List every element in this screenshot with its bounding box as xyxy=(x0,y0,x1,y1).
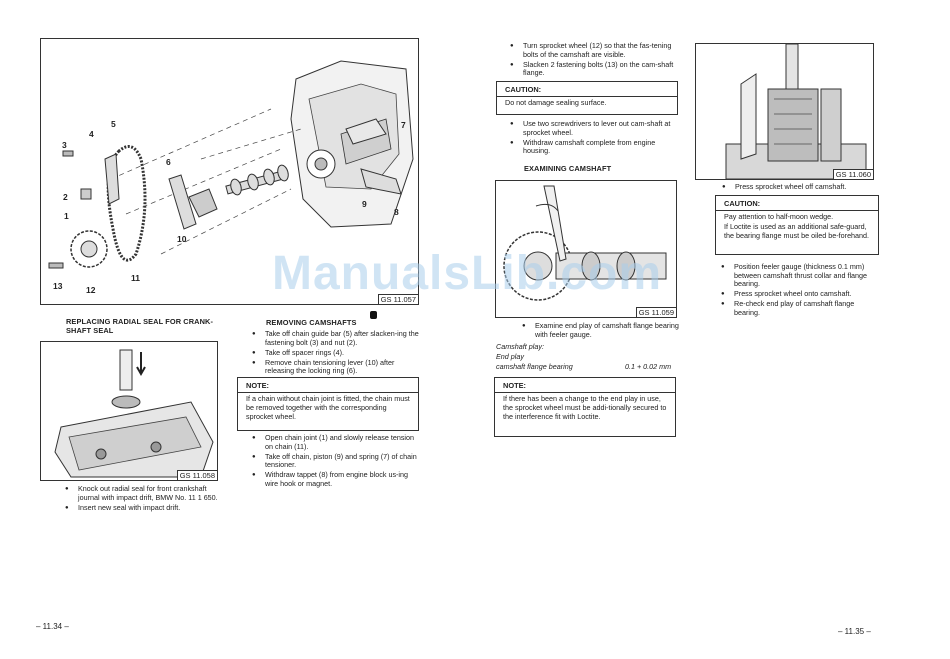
caution-text: If Loctite is used as an additional safe… xyxy=(724,221,870,240)
note-box: NOTE: If a chain without chain joint is … xyxy=(237,377,419,431)
list-item: Examine end play of camshaft flange bear… xyxy=(521,321,681,339)
figure-feeler-gauge: GS 11.059 xyxy=(495,180,677,318)
caution-text: Pay attention to half-moon wedge. xyxy=(724,212,834,221)
figure-caption: GS 11.058 xyxy=(176,470,217,480)
list-item: Withdraw tappet (8) from engine block us… xyxy=(251,471,419,488)
engine-exploded-illustration xyxy=(48,60,414,269)
note-title: NOTE: xyxy=(246,381,269,390)
top-steps: Turn sprocket wheel (12) so that the fas… xyxy=(509,41,681,79)
callout-13: 13 xyxy=(53,281,63,291)
feeler-gauge-illustration xyxy=(503,185,667,301)
spec-label-play: Camshaft play: xyxy=(496,342,544,351)
section-heading-seal: REPLACING RADIAL SEAL FOR CRANK-SHAFT SE… xyxy=(66,317,214,335)
note-title: NOTE: xyxy=(503,381,526,390)
lever-steps: Use two screwdrivers to lever out cam-sh… xyxy=(509,119,681,157)
figure-engine-exploded: 1 2 3 4 5 6 7 8 9 10 11 12 13 GS 11.057 xyxy=(40,38,419,305)
note-text: If there has been a change to the end pl… xyxy=(495,392,675,425)
callout-7: 7 xyxy=(401,120,406,130)
spec-value: 0.1 + 0.02 mm xyxy=(625,362,672,371)
press-illustration xyxy=(725,44,867,179)
note-text: If a chain without chain joint is fitted… xyxy=(238,392,418,425)
callout-1: 1 xyxy=(64,211,69,221)
list-item: Take off chain, piston (9) and spring (7… xyxy=(251,452,419,470)
caution-body: Pay attention to half-moon wedge. If Loc… xyxy=(716,210,878,244)
spec-label-bearing: camshaft flange bearing xyxy=(496,362,573,371)
list-item: Knock out radial seal for front cranksha… xyxy=(64,484,224,502)
caution-text: Do not damage sealing surface. xyxy=(497,96,677,112)
seal-illustration xyxy=(54,349,214,478)
list-item: Take off spacer rings (4). xyxy=(251,348,419,358)
seal-steps: Knock out radial seal for front cranksha… xyxy=(64,484,224,514)
callout-8: 8 xyxy=(394,207,399,217)
callout-3: 3 xyxy=(62,140,67,150)
page-number-right: – 11.35 – xyxy=(838,627,871,636)
callout-10: 10 xyxy=(177,234,187,244)
remove-steps-2: Open chain joint (1) and slowly release … xyxy=(251,433,419,490)
figure-caption: GS 11.057 xyxy=(377,294,418,304)
caution-box-right: CAUTION: Pay attention to half-moon wedg… xyxy=(715,195,879,255)
list-item: Press sprocket wheel onto camshaft. xyxy=(720,290,880,299)
examine-step: Examine end play of camshaft flange bear… xyxy=(521,321,681,341)
list-item: Turn sprocket wheel (12) so that the fas… xyxy=(509,41,681,59)
figure-caption: GS 11.059 xyxy=(635,307,676,317)
callout-4: 4 xyxy=(89,129,94,139)
list-item: Take off chain guide bar (5) after slack… xyxy=(251,329,419,347)
section-heading-examining: EXAMINING CAMSHAFT xyxy=(524,164,612,173)
list-item: Press sprocket wheel off camshaft. xyxy=(721,182,881,192)
page-number-left: – 11.34 – xyxy=(36,622,69,631)
list-item: Open chain joint (1) and slowly release … xyxy=(251,433,419,451)
press-step: Press sprocket wheel off camshaft. xyxy=(721,182,881,193)
mark-icon xyxy=(370,311,377,319)
list-item: Remove chain tensioning lever (10) after… xyxy=(251,358,419,376)
list-item: Slacken 2 fastening bolts (13) on the ca… xyxy=(509,60,681,78)
caution-box: CAUTION: Do not damage sealing surface. xyxy=(496,81,678,115)
list-item: Withdraw camshaft complete from engine h… xyxy=(509,138,681,156)
figure-press: GS 11.060 xyxy=(695,43,874,180)
caution-title: CAUTION: xyxy=(724,199,761,208)
figure-caption: GS 11.060 xyxy=(832,169,873,179)
callout-5: 5 xyxy=(111,119,116,129)
callout-2: 2 xyxy=(63,192,68,202)
callout-12: 12 xyxy=(86,285,96,295)
remove-steps: Take off chain guide bar (5) after slack… xyxy=(251,329,419,377)
note-box-right: NOTE: If there has been a change to the … xyxy=(494,377,676,437)
list-item: Re-check end play of camshaft flange bea… xyxy=(720,300,880,317)
watermark: ManualsLib.com xyxy=(272,247,663,300)
final-steps: Position feeler gauge (thickness 0.1 mm)… xyxy=(720,262,880,319)
callout-9: 9 xyxy=(362,199,367,209)
list-item: Use two screwdrivers to lever out cam-sh… xyxy=(509,119,681,137)
list-item: Insert new seal with impact drift. xyxy=(64,503,224,513)
figure-seal: GS 11.058 xyxy=(40,341,218,481)
callout-11: 11 xyxy=(131,273,140,283)
list-item: Position feeler gauge (thickness 0.1 mm)… xyxy=(720,262,880,289)
caution-title: CAUTION: xyxy=(505,85,542,94)
section-heading-removing: REMOVING CAMSHAFTS xyxy=(266,318,357,327)
callout-6: 6 xyxy=(166,157,171,167)
spec-label-end-play: End play xyxy=(496,352,524,361)
